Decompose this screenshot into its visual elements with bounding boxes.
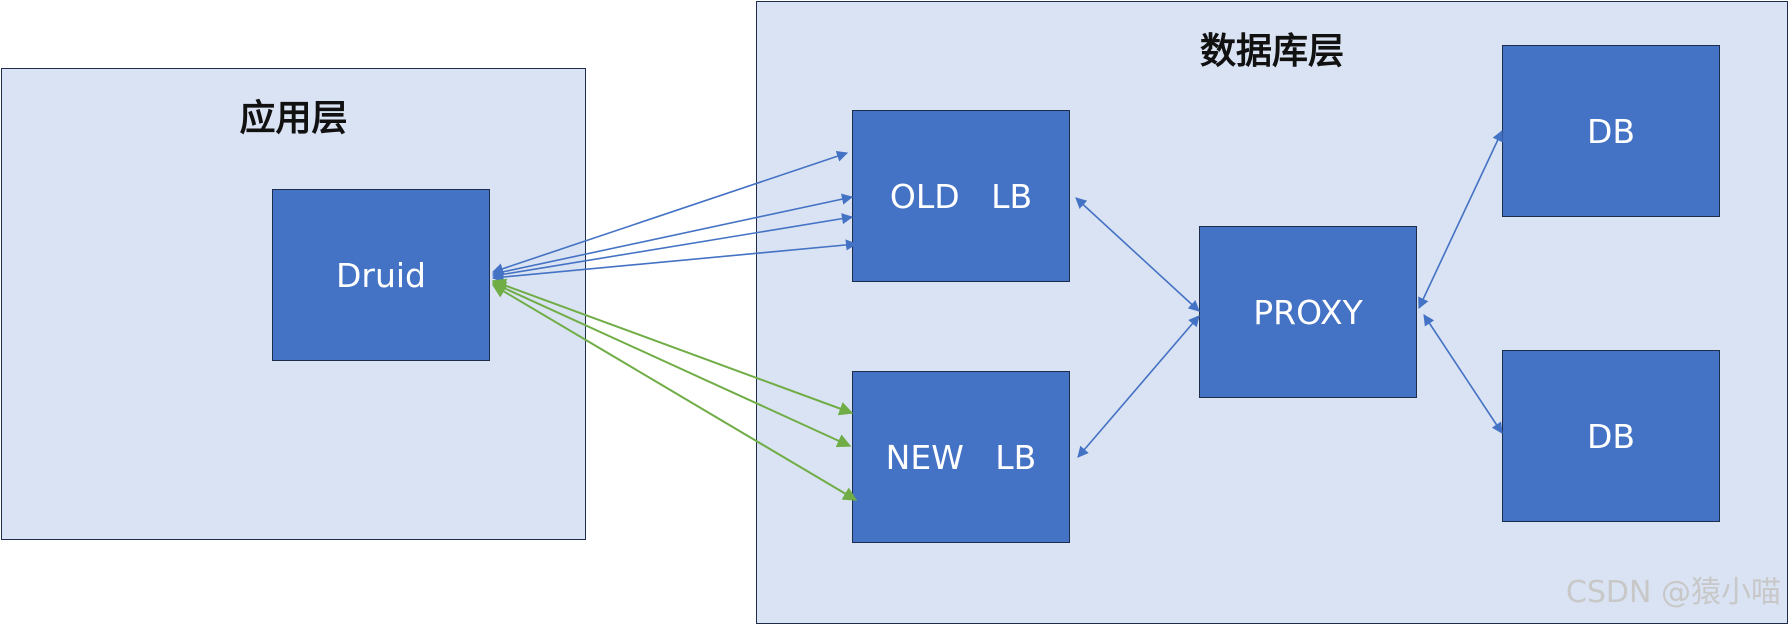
db-node-1[interactable]: DB	[1502, 45, 1720, 217]
db-layer-title: 数据库层	[1199, 31, 1344, 72]
druid-node[interactable]: Druid	[272, 189, 490, 361]
app-layer-title: 应用层	[239, 98, 348, 139]
watermark: CSDN @猿小喵	[1565, 575, 1781, 610]
proxy-node[interactable]: PROXY	[1199, 226, 1417, 398]
db-node-2[interactable]: DB	[1502, 350, 1720, 522]
new-lb-node[interactable]: NEW LB	[852, 371, 1070, 543]
old-lb-node[interactable]: OLD LB	[852, 110, 1070, 282]
